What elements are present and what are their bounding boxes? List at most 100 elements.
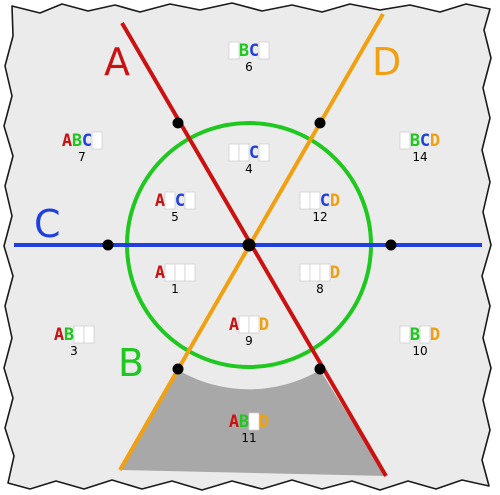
set-d-label: D (372, 40, 401, 84)
region-code-letter-c: C (320, 191, 330, 211)
region-code-letter-c: C (249, 412, 259, 432)
set-b-label: B (118, 341, 144, 385)
region-number: 8 (316, 282, 324, 296)
region-number: 4 (245, 162, 253, 176)
absent-set-placeholder (184, 191, 196, 210)
region-code-letter-a: A (62, 131, 72, 151)
region-code-letter-b: B (72, 131, 82, 151)
region-code-letter-d: D (430, 325, 440, 345)
intersection-points (102, 117, 397, 375)
region-code-letter-d: D (185, 191, 195, 211)
absent-set-placeholder (258, 143, 270, 162)
region-code-letter-d: D (259, 41, 269, 61)
region-code-letter-b: B (239, 412, 249, 432)
region-number: 3 (70, 344, 78, 358)
vertex-dot (385, 239, 397, 251)
absent-set-placeholder (419, 325, 431, 344)
region-code-letter-d: D (84, 325, 94, 345)
region-code-letter-d: D (330, 263, 340, 283)
vertex-dot (102, 239, 114, 251)
region-number: 6 (245, 60, 253, 74)
region-code-letter-a: A (229, 143, 239, 163)
set-a-line (120, 21, 388, 478)
vertex-dot (314, 363, 326, 375)
set-c-label: C (34, 202, 61, 246)
region-code-letter-d: D (259, 412, 269, 432)
region-code-letter-c: C (420, 325, 430, 345)
region-number: 11 (241, 431, 256, 445)
region-code-letter-a: A (400, 131, 410, 151)
region-code-letter-c: C (175, 263, 185, 283)
region-code-letter-b: B (239, 41, 249, 61)
region-number: 10 (412, 344, 427, 358)
region-code-letter-b: B (239, 315, 249, 335)
region-code-letter-a: A (300, 263, 310, 283)
region-code-letter-d: D (185, 263, 195, 283)
absent-set-placeholder (319, 263, 331, 282)
region-code-letter-c: C (249, 315, 259, 335)
absent-set-placeholder (309, 191, 321, 210)
vertex-dot (172, 363, 184, 375)
vertex-dot (242, 238, 256, 252)
region-code-letter-b: B (64, 325, 74, 345)
region-code-letter-a: A (300, 191, 310, 211)
region-code-letter-a: A (229, 41, 239, 61)
region-code-letter-b: B (165, 191, 175, 211)
vertex-dot (172, 117, 184, 129)
region-code-letter-a: A (155, 191, 165, 211)
region-number: 1 (171, 282, 179, 296)
region-code-letter-d: D (92, 131, 102, 151)
region-code-letter-c: C (249, 143, 259, 163)
absent-set-placeholder (248, 412, 260, 431)
absent-set-placeholder (164, 191, 176, 210)
region-number: 5 (171, 210, 179, 224)
region-code-letter-d: D (330, 191, 340, 211)
region-code-letter-c: C (74, 325, 84, 345)
absent-set-placeholder (91, 131, 103, 150)
region-code-letter-c: C (420, 131, 430, 151)
absent-set-placeholder (238, 143, 250, 162)
region-code-letter-d: D (430, 131, 440, 151)
region-number: 7 (78, 150, 86, 164)
region-code-letter-d: D (259, 315, 269, 335)
region-code-letter-b: B (239, 143, 249, 163)
region-code-letter-b: B (410, 325, 420, 345)
set-a-label: A (104, 40, 130, 84)
region-code-letter-a: A (229, 412, 239, 432)
region-code-letter-a: A (155, 263, 165, 283)
region-code-letter-c: C (249, 41, 259, 61)
region-code-letter-b: B (410, 131, 420, 151)
region-code-letter-a: A (54, 325, 64, 345)
region-code-letter-c: C (175, 191, 185, 211)
absent-set-placeholder (83, 325, 95, 344)
absent-set-placeholder (399, 131, 411, 150)
region-code-letter-c: C (82, 131, 92, 151)
absent-set-placeholder (248, 315, 260, 334)
region-code-letter-b: B (310, 263, 320, 283)
region-code-letter-a: A (229, 315, 239, 335)
region-code-letter-a: A (400, 325, 410, 345)
region-number: 14 (412, 150, 427, 164)
region-code-letter-b: B (165, 263, 175, 283)
region-number: 9 (245, 334, 253, 348)
region-code-letter-c: C (320, 263, 330, 283)
vertex-dot (314, 117, 326, 129)
absent-set-placeholder (228, 41, 240, 60)
absent-set-placeholder (399, 325, 411, 344)
region-code-letter-d: D (259, 143, 269, 163)
absent-set-placeholder (184, 263, 196, 282)
absent-set-placeholder (258, 41, 270, 60)
